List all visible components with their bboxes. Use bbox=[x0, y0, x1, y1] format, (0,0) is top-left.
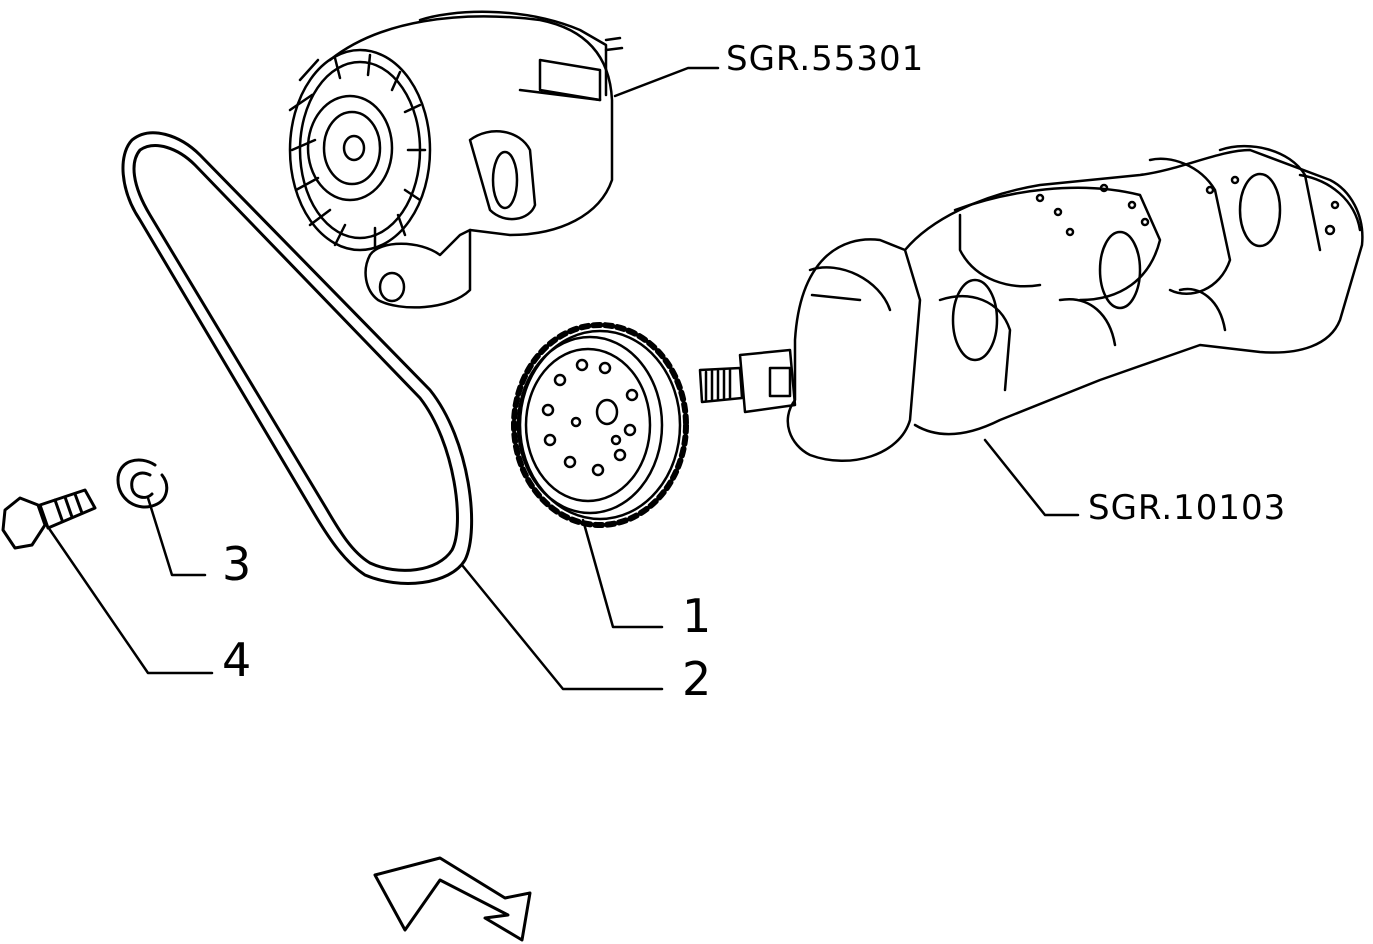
alternator-drawing bbox=[288, 10, 624, 309]
crankshaft-leader-line bbox=[983, 438, 1080, 517]
callout-leader-4 bbox=[46, 525, 214, 675]
arrow-right-down-icon bbox=[373, 856, 532, 942]
callout-leader-1 bbox=[581, 518, 664, 629]
toothed-pulley-drawing bbox=[511, 322, 689, 528]
callout-leader-3 bbox=[146, 496, 207, 577]
washer-drawing bbox=[116, 458, 169, 509]
callout-number-washer: 3 bbox=[222, 537, 251, 591]
crankshaft-reference-label: SGR.10103 bbox=[1088, 488, 1286, 528]
callout-number-bolt: 4 bbox=[222, 633, 251, 687]
crankshaft-drawing bbox=[698, 144, 1364, 463]
bolt-drawing bbox=[1, 488, 97, 550]
callout-leader-2 bbox=[460, 563, 664, 691]
alternator-reference-label: SGR.55301 bbox=[726, 39, 924, 79]
v-belt-drawing bbox=[121, 131, 474, 585]
callout-number-belt: 2 bbox=[682, 652, 711, 706]
callout-number-pulley: 1 bbox=[682, 589, 711, 643]
alternator-leader-line bbox=[613, 66, 720, 98]
